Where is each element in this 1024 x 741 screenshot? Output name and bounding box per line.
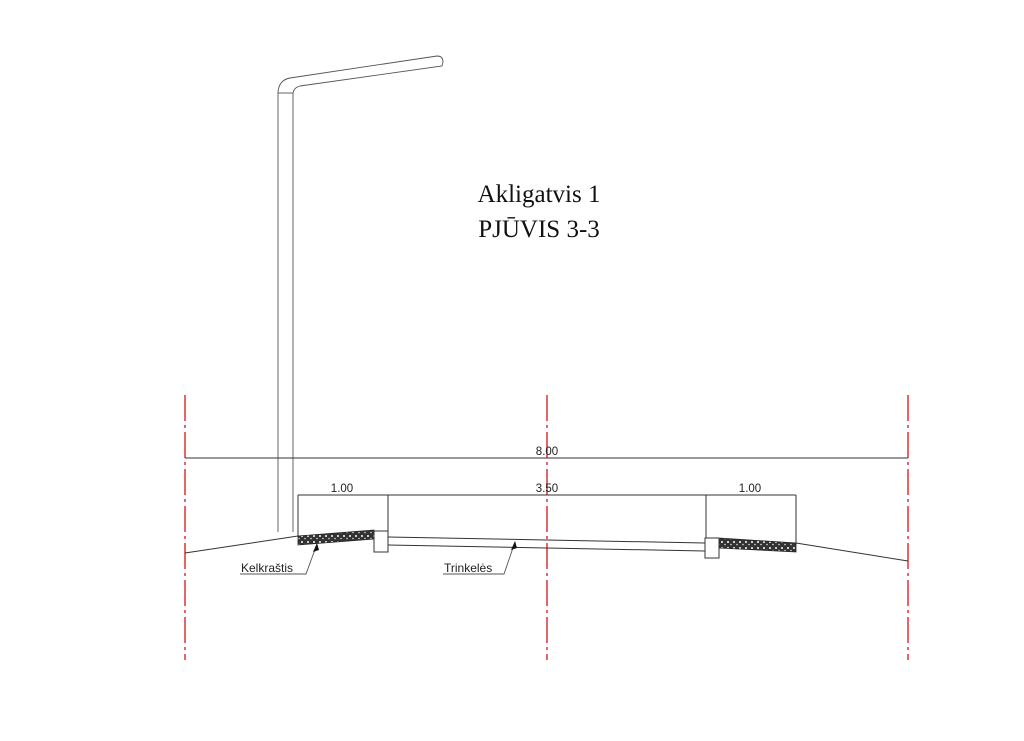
dimension-total-label: 8.00: [536, 446, 558, 458]
dimension-left-shoulder-label: 1.00: [331, 483, 353, 495]
dimension-total: 8.00: [185, 446, 908, 459]
label-trinkeles: Trinkelės: [444, 561, 492, 575]
dimension-right-shoulder-label: 1.00: [739, 483, 761, 495]
left-ground-line: [184, 535, 299, 554]
label-kelkrastis: Kelkraštis: [241, 561, 293, 575]
leader-trinkeles: Trinkelės: [443, 541, 517, 575]
dimension-chain: 1.00 3.50 1.00: [297, 483, 797, 543]
pavement-layer: [387, 536, 706, 552]
section-title: PJŪVIS 3-3: [478, 216, 600, 243]
left-shoulder-gravel: [297, 529, 375, 546]
left-curb: [373, 530, 389, 553]
right-curb: [704, 537, 720, 559]
dimension-carriageway-label: 3.50: [536, 483, 558, 495]
right-ground-line: [795, 542, 909, 562]
leader-kelkrastis: Kelkraštis: [240, 543, 319, 575]
drawing-title: Akligatvis 1: [478, 181, 601, 208]
street-light-icon: [277, 55, 444, 532]
right-shoulder-gravel: [718, 537, 797, 553]
